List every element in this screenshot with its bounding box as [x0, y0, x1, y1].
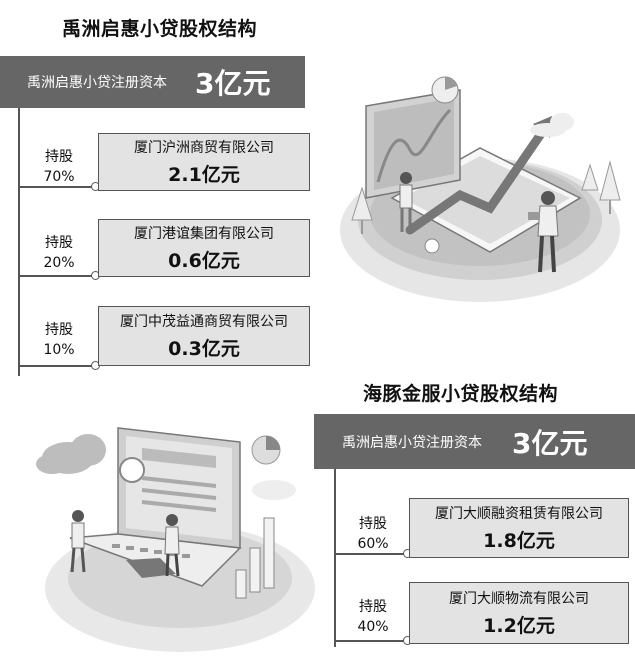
share-percent: 70% — [43, 169, 75, 185]
structure-1-tree-trunk — [18, 108, 20, 376]
share-word: 持股 — [359, 599, 387, 615]
company-box: 厦门港谊集团有限公司 0.6亿元 — [98, 219, 310, 277]
share-percent: 40% — [357, 619, 389, 635]
share-label: 持股 40% — [344, 597, 402, 637]
company-name: 厦门大顺物流有限公司 — [449, 591, 589, 607]
share-label: 持股 20% — [30, 233, 88, 273]
company-amount: 1.8亿元 — [483, 530, 555, 552]
company-name: 厦门沪洲商贸有限公司 — [134, 140, 274, 156]
branch-line — [334, 553, 408, 555]
company-amount: 0.6亿元 — [168, 250, 240, 272]
share-label: 持股 10% — [30, 320, 88, 360]
share-label: 持股 60% — [344, 514, 402, 554]
structure-2-tree-trunk — [334, 469, 336, 647]
company-name: 厦门中茂益通商贸有限公司 — [120, 314, 288, 330]
share-percent: 10% — [43, 342, 75, 358]
laptop-illustration — [36, 427, 315, 652]
share-label: 持股 70% — [30, 147, 88, 187]
share-word: 持股 — [359, 516, 387, 532]
phone-chart-illustration — [340, 76, 621, 302]
capital-label: 禹洲启惠小贷注册资本 — [342, 434, 482, 451]
structure-1-title: 禹洲启惠小贷股权结构 — [62, 18, 258, 40]
company-name: 厦门大顺融资租赁有限公司 — [435, 506, 603, 522]
share-percent: 20% — [43, 255, 75, 271]
share-percent: 60% — [357, 536, 389, 552]
company-amount: 2.1亿元 — [168, 164, 240, 186]
branch-line — [18, 275, 96, 277]
branch-line — [18, 365, 96, 367]
share-word: 持股 — [45, 149, 73, 165]
share-word: 持股 — [45, 235, 73, 251]
company-box: 厦门大顺融资租赁有限公司 1.8亿元 — [409, 498, 629, 558]
company-box: 厦门中茂益通商贸有限公司 0.3亿元 — [98, 306, 310, 366]
company-box: 厦门大顺物流有限公司 1.2亿元 — [409, 582, 629, 644]
branch-line — [18, 186, 96, 188]
company-name: 厦门港谊集团有限公司 — [134, 226, 274, 242]
company-box: 厦门沪洲商贸有限公司 2.1亿元 — [98, 133, 310, 191]
structure-2-capital-bar: 禹洲启惠小贷注册资本 3亿元 — [314, 414, 635, 469]
company-amount: 0.3亿元 — [168, 338, 240, 360]
company-amount: 1.2亿元 — [483, 615, 555, 637]
capital-value: 3亿元 — [512, 426, 588, 460]
branch-line — [334, 640, 408, 642]
capital-value: 3亿元 — [195, 67, 271, 100]
structure-2-title: 海豚金服小贷股权结构 — [363, 383, 559, 405]
share-word: 持股 — [45, 322, 73, 338]
capital-label: 禹洲启惠小贷注册资本 — [27, 75, 167, 91]
structure-1-capital-bar: 禹洲启惠小贷注册资本 3亿元 — [0, 56, 305, 108]
